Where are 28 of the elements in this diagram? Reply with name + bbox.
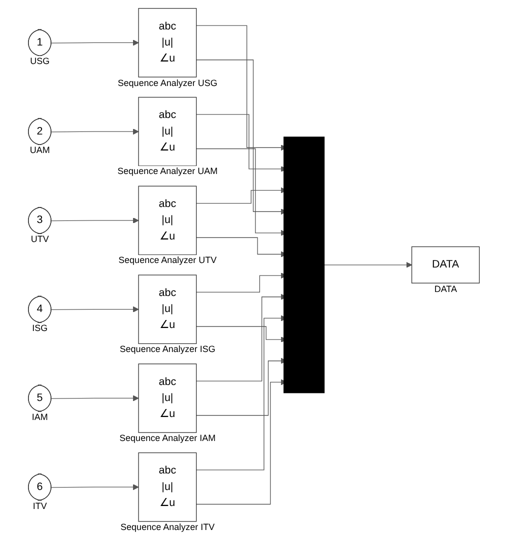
block-name: Sequence Analyzer USG [118,78,218,88]
block-name: ISG [32,322,48,333]
block-name: ITV [32,500,47,511]
node-box: abc |u| ∠u [138,363,197,432]
block-name: IAM [32,412,48,422]
block-name: UTV [30,234,49,244]
block-name: DATA [434,284,458,294]
block-name: Sequence Analyzer ISG [120,344,216,354]
node-box: abc |u| ∠u [138,185,197,255]
node-box: abc |u| ∠u [138,96,197,166]
block-name: UAM [30,145,50,156]
node-box: abc |u| ∠u [138,452,197,522]
node-box: abc |u| ∠u [138,8,197,77]
node-box: abc |u| ∠u [138,274,197,344]
block-name: USG [30,56,50,66]
arrow [51,39,139,46]
node-box: DATA [412,246,480,283]
node-bar [284,136,325,393]
block-name: Sequence Analyzer ITV [120,522,215,532]
arrow [51,394,139,401]
arrow [51,484,139,490]
arrow [51,217,139,223]
block-name: Sequence Analyzer UTV [118,255,217,266]
arrow [51,306,139,312]
block-name: Sequence Analyzer IAM [120,433,216,444]
arrow [324,261,412,268]
arrow [51,128,139,134]
block-name: Sequence Analyzer UAM [118,166,218,176]
